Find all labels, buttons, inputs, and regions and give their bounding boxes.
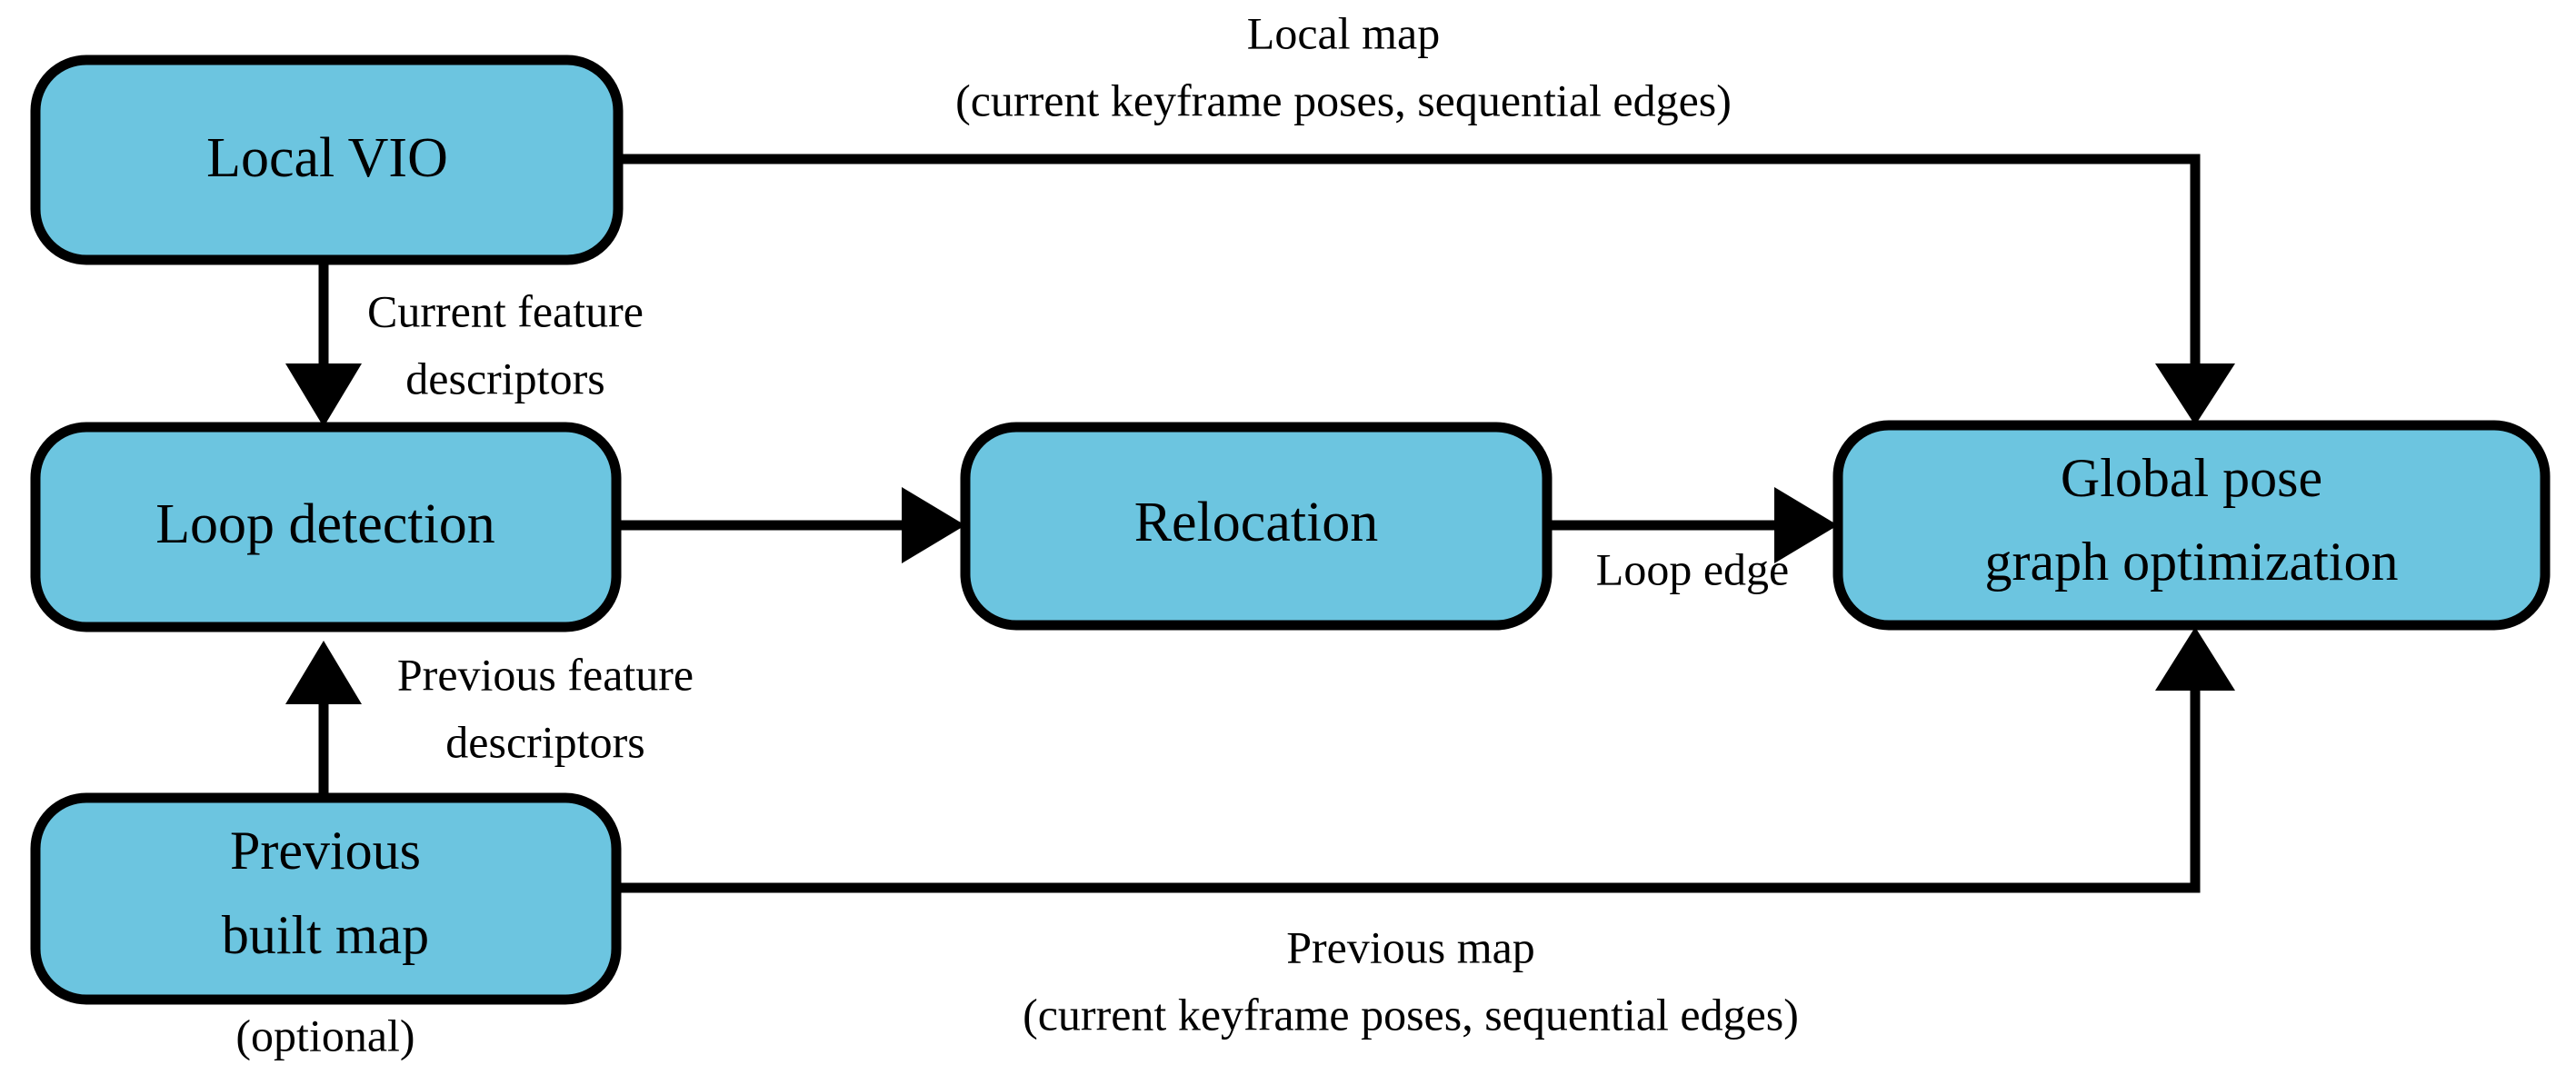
node-previous-built-map-shape[interactable] <box>30 792 622 1005</box>
node-previous-built-map-label-line1: Previous <box>230 821 421 881</box>
edge-loop-detection-to-relocation <box>616 487 965 563</box>
previous-built-map-optional-note: (optional) <box>235 1010 414 1060</box>
edge-label-previous-map-line1: Previous map <box>1286 921 1535 972</box>
node-previous-built-map[interactable]: Previous built map <box>30 792 622 1005</box>
edge-label-current-feature-descriptors: Current feature descriptors <box>367 285 644 403</box>
edge-label-local-map-line1: Local map <box>1247 7 1440 58</box>
node-relocation[interactable]: Relocation <box>960 422 1553 631</box>
arrow-head-right-to-relocation <box>902 487 965 563</box>
arrow-head-up-to-loop-detection <box>285 641 362 704</box>
arrow-head-down-to-global-pgo-top <box>2155 363 2235 425</box>
node-loop-detection-shape[interactable] <box>30 422 622 632</box>
edge-label-previous-feature-descriptors-line1: Previous feature <box>397 649 694 700</box>
node-global-pose-graph-optimization-label-line2: graph optimization <box>1985 532 2399 592</box>
edge-label-current-feature-descriptors-line1: Current feature <box>367 285 644 336</box>
edge-label-local-map: Local map (current keyframe poses, seque… <box>955 7 1732 125</box>
edge-previous-map-to-global-pgo <box>616 627 2235 893</box>
node-previous-built-map-label-line2: built map <box>222 905 429 965</box>
node-loop-detection[interactable]: Loop detection <box>30 422 622 632</box>
edge-label-previous-map-line2: (current keyframe poses, sequential edge… <box>1023 989 1799 1040</box>
node-global-pose-graph-optimization[interactable]: Global pose graph optimization <box>1832 420 2551 631</box>
edge-local-vio-to-global-pgo <box>618 154 2235 425</box>
node-local-vio-label: Local VIO <box>206 127 448 189</box>
node-global-pose-graph-optimization-label-line1: Global pose <box>2061 448 2322 508</box>
arrow-head-right-to-global-pgo <box>1774 487 1838 563</box>
node-global-pose-graph-optimization-shape[interactable] <box>1832 420 2551 631</box>
edge-local-vio-to-loop-detection <box>285 259 362 427</box>
arrow-head-down-to-loop-detection <box>285 363 362 427</box>
edge-label-previous-feature-descriptors-line2: descriptors <box>445 716 644 767</box>
edge-label-previous-feature-descriptors: Previous feature descriptors <box>397 649 694 767</box>
edge-label-loop-edge: Loop edge <box>1596 543 1789 594</box>
edge-label-previous-map: Previous map (current keyframe poses, se… <box>1023 921 1799 1040</box>
edge-relocation-to-global-pgo <box>1545 487 1838 563</box>
edge-label-local-map-line2: (current keyframe poses, sequential edge… <box>955 75 1732 125</box>
edge-previous-map-to-global-pgo-line <box>616 682 2201 893</box>
edge-label-current-feature-descriptors-line2: descriptors <box>405 353 604 403</box>
node-relocation-label: Relocation <box>1134 492 1379 553</box>
node-loop-detection-label: Loop detection <box>155 493 495 555</box>
node-local-vio-shape[interactable] <box>30 55 624 265</box>
node-relocation-shape[interactable] <box>960 422 1553 631</box>
node-local-vio[interactable]: Local VIO <box>30 55 624 265</box>
arrow-head-up-to-global-pgo-bottom <box>2155 627 2235 691</box>
edge-previous-map-to-loop-detection <box>285 641 362 800</box>
edge-local-vio-to-global-pgo-line <box>618 154 2201 391</box>
